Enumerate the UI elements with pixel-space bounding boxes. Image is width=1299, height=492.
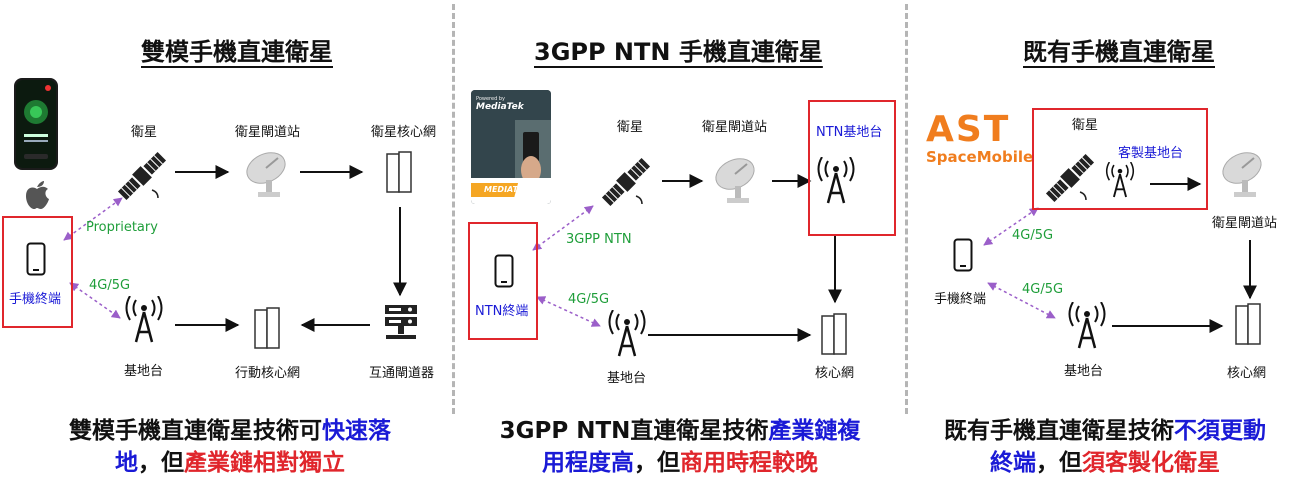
ast-logo-line1: AST [926,109,1011,150]
p1-label-mobile-core: 行動核心網 [235,366,301,381]
p3-title: 既有手機直連衛星 [1023,38,1215,66]
p3-link-terminal-bs [987,282,1056,319]
p2-terminal-box [468,222,538,340]
p2-label-base-station: 基地台 [607,371,647,386]
p3-label-custom-bs: 客製基地台 [1118,146,1184,161]
divider-right [905,4,908,414]
p2-photo-logo: MEDIATEK [484,185,530,194]
p2-label-satellite: 衛星 [617,120,644,135]
p1-phone-icon [26,242,46,280]
p3-link-sat-label: 4G/5G [1012,228,1054,243]
p1-caption: 雙模手機直連衛星技術可快速落 地，但產業鏈相對獨立 [30,415,430,479]
p2-link-bs-label: 4G/5G [568,292,610,307]
p3-caption-line1: 既有手機直連衛星技術不須更動 [915,415,1295,447]
ast-spacemobile-logo: AST SpaceMobile [926,109,1034,167]
p1-terminal-box [2,216,73,328]
p1-label-satellite: 衛星 [131,125,158,140]
p1-link-terminal-bs [69,282,121,319]
p2-caption-line2-b: ，但 [634,450,680,476]
p2-caption-line1: 3GPP NTN直連衛星技術產業鏈複 [470,415,890,447]
p1-label-base-station: 基地台 [124,364,164,379]
p1-caption-line1-b: 快速落 [322,418,391,444]
p2-title: 3GPP NTN 手機直連衛星 [534,38,823,66]
p1-label-sat-core: 衛星核心網 [371,125,437,140]
p2-caption: 3GPP NTN直連衛星技術產業鏈複 用程度高，但商用時程較晚 [470,415,890,479]
p1-title: 雙模手機直連衛星 [141,38,333,66]
p3-gateway-dish-icon [1218,146,1272,204]
divider-left [452,4,455,414]
p1-caption-line2-c: 產業鏈相對獨立 [184,450,345,476]
p1-caption-line2-a: 地 [115,450,138,476]
p3-label-satellite: 衛星 [1072,118,1099,133]
p1-base-station-icon [123,295,165,350]
p3-base-station-icon [1066,301,1108,356]
p2-base-station-icon [606,309,648,364]
p3-caption-line2-b: ，但 [1036,450,1082,476]
p3-custom-base-station-icon [1104,161,1136,204]
p2-label-core: 核心網 [815,366,855,381]
p1-mobile-core-server-icon [253,306,283,354]
p3-satellite-box [1032,108,1208,210]
p3-label-terminal: 手機終端 [934,292,987,307]
p2-label-ntn-bs: NTN基地台 [816,125,883,140]
p1-gateway-dish-icon [242,146,296,204]
p3-label-gateway: 衛星閘道站 [1212,216,1278,231]
ast-logo-line2: SpaceMobile [926,148,1034,166]
apple-logo-icon [24,178,50,214]
p3-caption: 既有手機直連衛星技術不須更動 終端，但須客製化衛星 [915,415,1295,479]
p2-satellite-icon [596,152,656,216]
p2-caption-line2: 用程度高，但商用時程較晚 [470,447,890,479]
p3-caption-line2: 終端，但須客製化衛星 [915,447,1295,479]
p2-caption-line1-b: 產業鏈複 [768,418,861,444]
p1-caption-line2: 地，但產業鏈相對獨立 [30,447,430,479]
p3-link-bs-label: 4G/5G [1022,282,1064,297]
p2-gateway-dish-icon [711,152,765,210]
p1-caption-line1: 雙模手機直連衛星技術可快速落 [30,415,430,447]
p2-phone-icon [494,254,514,292]
p2-link-terminal-sat [532,205,594,251]
p2-ntn-bs-box [808,100,896,236]
p2-photo-brand: MediaTek [476,102,524,112]
p1-phone-photo [14,78,58,170]
p3-caption-line2-c: 須客製化衛星 [1082,450,1220,476]
p1-caption-line2-b: ，但 [138,450,184,476]
p2-label-terminal: NTN終端 [475,304,529,319]
p2-mediatek-photo: Powered by MediaTek MEDIATEK [471,90,551,204]
p2-caption-line1-a: 3GPP NTN直連衛星技術 [499,418,769,444]
p3-caption-line1-b: 不須更動 [1174,418,1266,444]
p1-caption-line1-a: 雙模手機直連衛星技術可 [69,418,322,444]
p3-link-terminal-sat [983,207,1039,246]
p1-link-bs-label: 4G/5G [89,278,131,293]
p2-caption-line2-c: 商用時程較晚 [680,450,818,476]
p3-core-server-icon [1234,302,1264,350]
p1-label-gateway: 衛星閘道站 [235,125,301,140]
p3-caption-line2-a: 終端 [990,450,1036,476]
p1-satellite-icon [112,146,172,210]
p2-ntn-base-station-icon [815,156,857,211]
p3-satellite-icon [1040,148,1100,212]
p1-link-sat-label: Proprietary [86,220,158,235]
p2-caption-line2-a: 用程度高 [542,450,634,476]
p2-label-gateway: 衛星閘道站 [702,120,768,135]
p2-core-server-icon [820,312,850,360]
p3-label-base-station: 基地台 [1064,364,1104,379]
p1-label-terminal: 手機終端 [9,292,62,307]
p1-interconnect-gateway-icon [384,304,418,348]
p3-phone-icon [953,238,973,276]
p1-label-interconnect: 互通閘道器 [369,366,435,381]
p2-link-sat-label: 3GPP NTN [566,232,632,247]
p3-caption-line1-a: 既有手機直連衛星技術 [944,418,1174,444]
p2-photo-powered-by: Powered by [476,96,505,102]
p1-sat-core-server-icon [385,150,415,198]
p3-label-core: 核心網 [1227,366,1267,381]
